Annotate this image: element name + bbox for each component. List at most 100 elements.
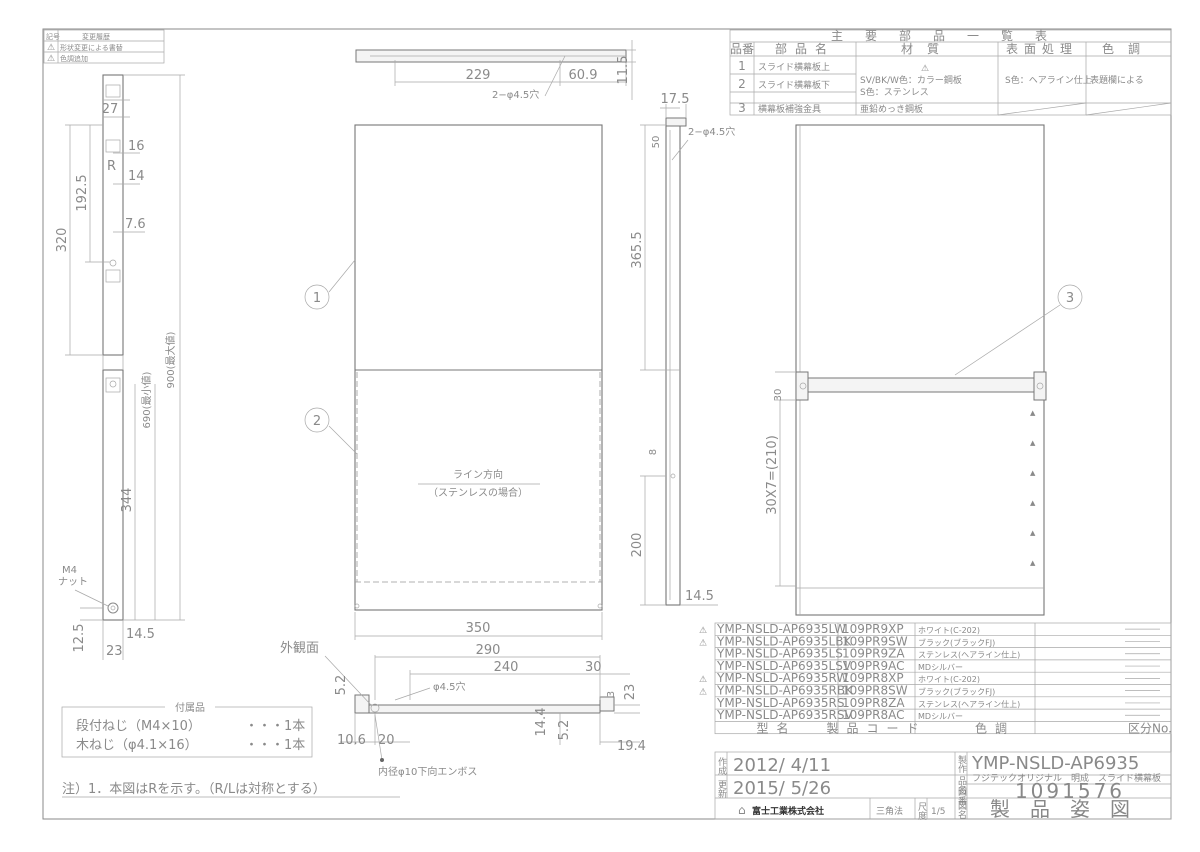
dim-5-2-b: 5.2 [557, 720, 572, 741]
reinforcement-bracket [805, 377, 1035, 393]
material-1-2: SV/BK/W色：カラー鋼板 [860, 74, 962, 86]
svg-text:▲: ▲ [1030, 409, 1036, 417]
dim-20: 20 [378, 733, 395, 748]
product-desc: フジテックオリジナル 明成 スライド横幕板 [972, 772, 1161, 784]
front-view: 350 ライン方向 （ステンレスの場合） 1 2 [304, 124, 603, 640]
variant-color: MDシルバー [918, 663, 963, 672]
dim-19-4: 19.4 [617, 739, 646, 754]
callout-3-circle [1057, 284, 1083, 310]
revision-row-2: 色調追加 [60, 54, 88, 63]
callout-3: 3 [1066, 291, 1074, 306]
dim-60-9: 60.9 [569, 68, 598, 83]
variant-code: 109PR8AC [842, 708, 905, 722]
dim-320: 320 [55, 228, 70, 253]
nut-label: ナット [58, 576, 88, 588]
top-hole-note: 2−φ4.5穴 [492, 88, 539, 101]
revision-box: 記号 変更履歴 ⚠ 形状変更による書替 ⚠ 色調追加 [43, 29, 165, 64]
revision-mark-icon: ⚠ [47, 43, 55, 53]
dim-16: 16 [128, 139, 145, 154]
variant-model: YMP-NSLD-AP6935RW [716, 671, 848, 685]
bottom-hole-note: φ4.5穴 [433, 680, 466, 693]
material-3: 亜鉛めっき鋼板 [860, 103, 923, 115]
dim-344: 344 [120, 488, 135, 513]
callout-2-circle [304, 407, 330, 433]
dim-30-right: 30 [773, 389, 784, 402]
dim-350: 350 [466, 621, 491, 636]
variant-code: 109PR8XP [842, 671, 904, 685]
dim-11-5: 11.5 [616, 56, 631, 85]
line-direction-2: （ステンレスの場合） [428, 486, 528, 499]
revision-mark-icon: ⚠ [699, 688, 707, 698]
callout-1-circle [304, 284, 330, 310]
variant-color: MDシルバー [918, 712, 963, 721]
header-color: 色調 [1102, 42, 1154, 56]
part-no-2: 2 [738, 77, 746, 91]
variant-header-class: 区分No. [1128, 721, 1172, 735]
variant-color: ブラック(ブラックFJ) [918, 687, 995, 697]
part-no-1: 1 [738, 59, 746, 73]
parts-table-title: 主要部品一覧表 [831, 28, 1069, 43]
variant-color: ステンレス(ヘアライン仕上) [918, 650, 1020, 660]
projection: 三角法 [876, 805, 903, 817]
dim-30-bottom: 30 [585, 660, 602, 675]
dim-5-2-a: 5.2 [334, 675, 349, 696]
dim-14-5-left: 14.5 [126, 627, 155, 642]
dim-200: 200 [630, 533, 645, 558]
label-r: R [107, 159, 116, 174]
dim-900: 900(最大値) [164, 331, 177, 388]
revision-header: 変更履歴 [82, 32, 110, 41]
emboss-marker [380, 758, 384, 762]
dim-10-6: 10.6 [337, 733, 366, 748]
accessory-2-qty: ・・・1本 [245, 738, 305, 753]
sheet-border [42, 28, 1172, 820]
drawing-no-label: 図番 [956, 787, 967, 805]
updated-date: 2015/ 5/26 [733, 778, 831, 799]
revision-header-left: 記号 [46, 32, 60, 41]
part-name-3: 横幕板補強金具 [758, 103, 821, 115]
dim-290: 290 [476, 643, 501, 658]
variant-color: ブラック(ブラックFJ) [918, 637, 995, 647]
variant-code: 109PR9ZA [842, 647, 905, 661]
dim-14-5-side: 14.5 [685, 589, 714, 604]
line-direction-1: ライン方向 [453, 468, 503, 481]
scale-value: 1/5 [931, 807, 945, 817]
dim-23-left: 23 [106, 644, 123, 659]
header-material: 材質 [901, 41, 953, 56]
company-logo-icon: ⌂ [738, 803, 746, 817]
left-side-view: 27 16 R 14 7.6 320 192.5 900(最大値) 690(最小… [55, 74, 185, 660]
drawing-note: 注）1．本図はRを示す。（R/Lは対称とする） [62, 782, 326, 797]
dim-240: 240 [494, 660, 519, 675]
bottom-section-view: 外観面 290 240 30 φ4.5穴 5.2 3 23 14.4 5.2 1… [280, 641, 646, 778]
variant-code: 109PR9AC [842, 659, 905, 673]
revision-row-1: 形状変更による書替 [60, 43, 123, 52]
product-label: 品名 [956, 776, 967, 795]
right-view: ▲ ▲ ▲ ▲ ▲ ▲ 30 30X7=(210) 3 [765, 124, 1083, 616]
callout-1: 1 [313, 291, 321, 306]
mfg-label: 製作 [956, 754, 967, 774]
emboss-note: 内径φ10下向エンボス [378, 765, 477, 778]
svg-text:▲: ▲ [1030, 469, 1036, 477]
header-name: 部品名 [775, 41, 835, 56]
dim-690: 690(最小値) [140, 371, 153, 428]
drawing-number: 1091576 [1015, 779, 1125, 803]
part-name-2: スライド横幕板下 [758, 79, 830, 91]
variant-code: 109PR9XP [842, 622, 904, 636]
surface-1-2: S色：ヘアライン仕上 [1005, 74, 1092, 86]
product-name: YMP-NSLD-AP6935 [971, 753, 1139, 774]
dim-12-5: 12.5 [72, 624, 87, 653]
m4-label: M4 [62, 565, 77, 576]
variant-model: YMP-NSLD-AP6935LW [716, 622, 846, 636]
accessory-2-name: 木ねじ（φ4.1×16） [76, 738, 198, 753]
updated-label: 更新 [716, 780, 727, 799]
revision-mark-icon: ⚠ [47, 54, 55, 64]
revision-mark-icon: ⚠ [699, 626, 707, 636]
variant-model: YMP-NSLD-AP6935LS [716, 647, 843, 661]
variant-header-model: 型名 [756, 720, 796, 735]
side-view: 17.5 50 2−φ4.5穴 365.5 8 200 14.5 [630, 92, 735, 606]
header-surface: 表面処理 [1006, 42, 1078, 56]
part-name-1: スライド横幕板上 [758, 61, 830, 73]
side-hole-note: 2−φ4.5穴 [688, 125, 735, 138]
